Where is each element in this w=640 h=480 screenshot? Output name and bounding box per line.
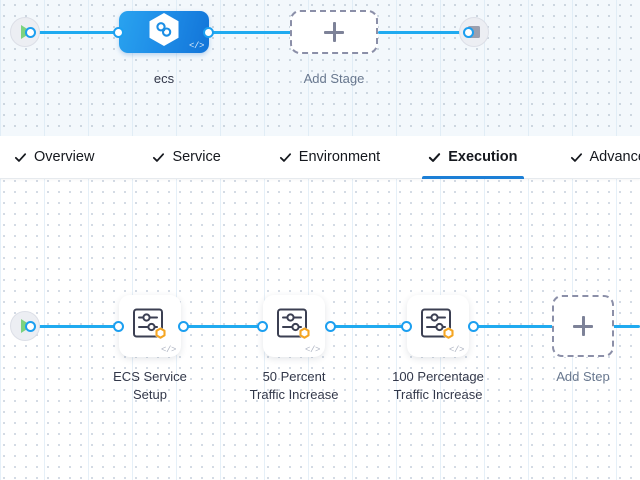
- step-code-marker: </>: [304, 345, 320, 355]
- add-step-button[interactable]: [552, 295, 614, 357]
- check-icon: [570, 152, 582, 162]
- stage-end-port[interactable]: [463, 27, 474, 38]
- tab-overview[interactable]: Overview: [4, 136, 104, 178]
- step-label-ecs-service-setup: ECS Service Setup: [90, 368, 210, 404]
- stage-node-ecs[interactable]: </>: [119, 11, 209, 53]
- stage-edge-ecs-to-add: [205, 31, 295, 34]
- stage-config-tabbar: Overview Service Environment Execution A…: [0, 136, 640, 179]
- plus-icon: [324, 22, 344, 42]
- stage-start-port[interactable]: [25, 27, 36, 38]
- check-icon: [279, 152, 291, 162]
- step-node-50-percent-traffic-increase[interactable]: </>: [263, 295, 325, 357]
- exec-edge-step1-to-step2: [180, 325, 275, 328]
- tab-execution[interactable]: Execution: [418, 136, 527, 179]
- tab-label-environment: Environment: [298, 149, 381, 165]
- stage-node-label-ecs: ecs: [153, 71, 175, 86]
- step-code-marker: </>: [160, 345, 176, 355]
- step-label-50-percent-traffic-increase: 50 Percent Traffic Increase: [234, 368, 354, 404]
- tab-label-advanced: Advanced: [589, 149, 640, 165]
- exec-start-port[interactable]: [25, 321, 36, 332]
- check-icon: [14, 152, 27, 162]
- step-label-line2: Traffic Increase: [249, 387, 339, 402]
- step-settings-icon: [275, 306, 313, 349]
- step-label-line1: ECS Service: [113, 369, 187, 384]
- stage-edge-start-to-ecs: [30, 31, 130, 34]
- tab-label-service: Service: [172, 149, 221, 165]
- step-settings-icon: [131, 306, 169, 349]
- check-icon: [429, 152, 441, 162]
- exec-edge-step2-to-step3: [328, 325, 423, 328]
- step-node-100-percentage-traffic-increase[interactable]: </>: [407, 295, 469, 357]
- exec-step3-output-port[interactable]: [468, 321, 479, 332]
- exec-step2-output-port[interactable]: [325, 321, 336, 332]
- exec-edge-add-outgoing: [612, 325, 640, 328]
- stage-code-marker: </>: [188, 41, 204, 51]
- add-stage-label: Add Stage: [303, 71, 365, 86]
- tab-label-execution: Execution: [448, 149, 518, 165]
- tab-label-overview: Overview: [34, 149, 95, 165]
- step-node-ecs-service-setup[interactable]: </>: [119, 295, 181, 357]
- exec-step1-output-port[interactable]: [178, 321, 189, 332]
- step-label-line2: Setup: [133, 387, 167, 402]
- plus-icon: [573, 316, 593, 336]
- stage-edge-add-to-end: [378, 31, 468, 34]
- exec-step3-input-port[interactable]: [401, 321, 412, 332]
- execution-graph-canvas[interactable]: </> ECS Service Setup: [0, 178, 640, 480]
- step-label-line1: 100 Percentage: [392, 369, 484, 384]
- exec-edge-start-to-step1: [30, 325, 126, 328]
- step-label-line2: Traffic Increase: [393, 387, 483, 402]
- active-tab-underline: [422, 176, 524, 179]
- stage-ecs-output-port[interactable]: [203, 27, 214, 38]
- stage-ecs-input-port[interactable]: [113, 27, 124, 38]
- hexagon-link-icon: [147, 12, 181, 53]
- exec-edge-step3-to-add: [470, 325, 554, 328]
- stage-graph-canvas[interactable]: </> ecs Add Stage: [0, 0, 640, 136]
- exec-step1-input-port[interactable]: [113, 321, 124, 332]
- tab-environment[interactable]: Environment: [269, 136, 390, 178]
- tab-service[interactable]: Service: [142, 136, 230, 178]
- tab-advanced[interactable]: Advanced: [560, 136, 640, 178]
- step-settings-icon: [419, 306, 457, 349]
- step-label-line1: 50 Percent: [262, 369, 326, 384]
- add-stage-button[interactable]: [290, 10, 378, 54]
- exec-step2-input-port[interactable]: [257, 321, 268, 332]
- step-code-marker: </>: [448, 345, 464, 355]
- step-label-100-percentage-traffic-increase: 100 Percentage Traffic Increase: [378, 368, 498, 404]
- check-icon: [153, 152, 165, 162]
- add-step-label: Add Step: [556, 369, 610, 384]
